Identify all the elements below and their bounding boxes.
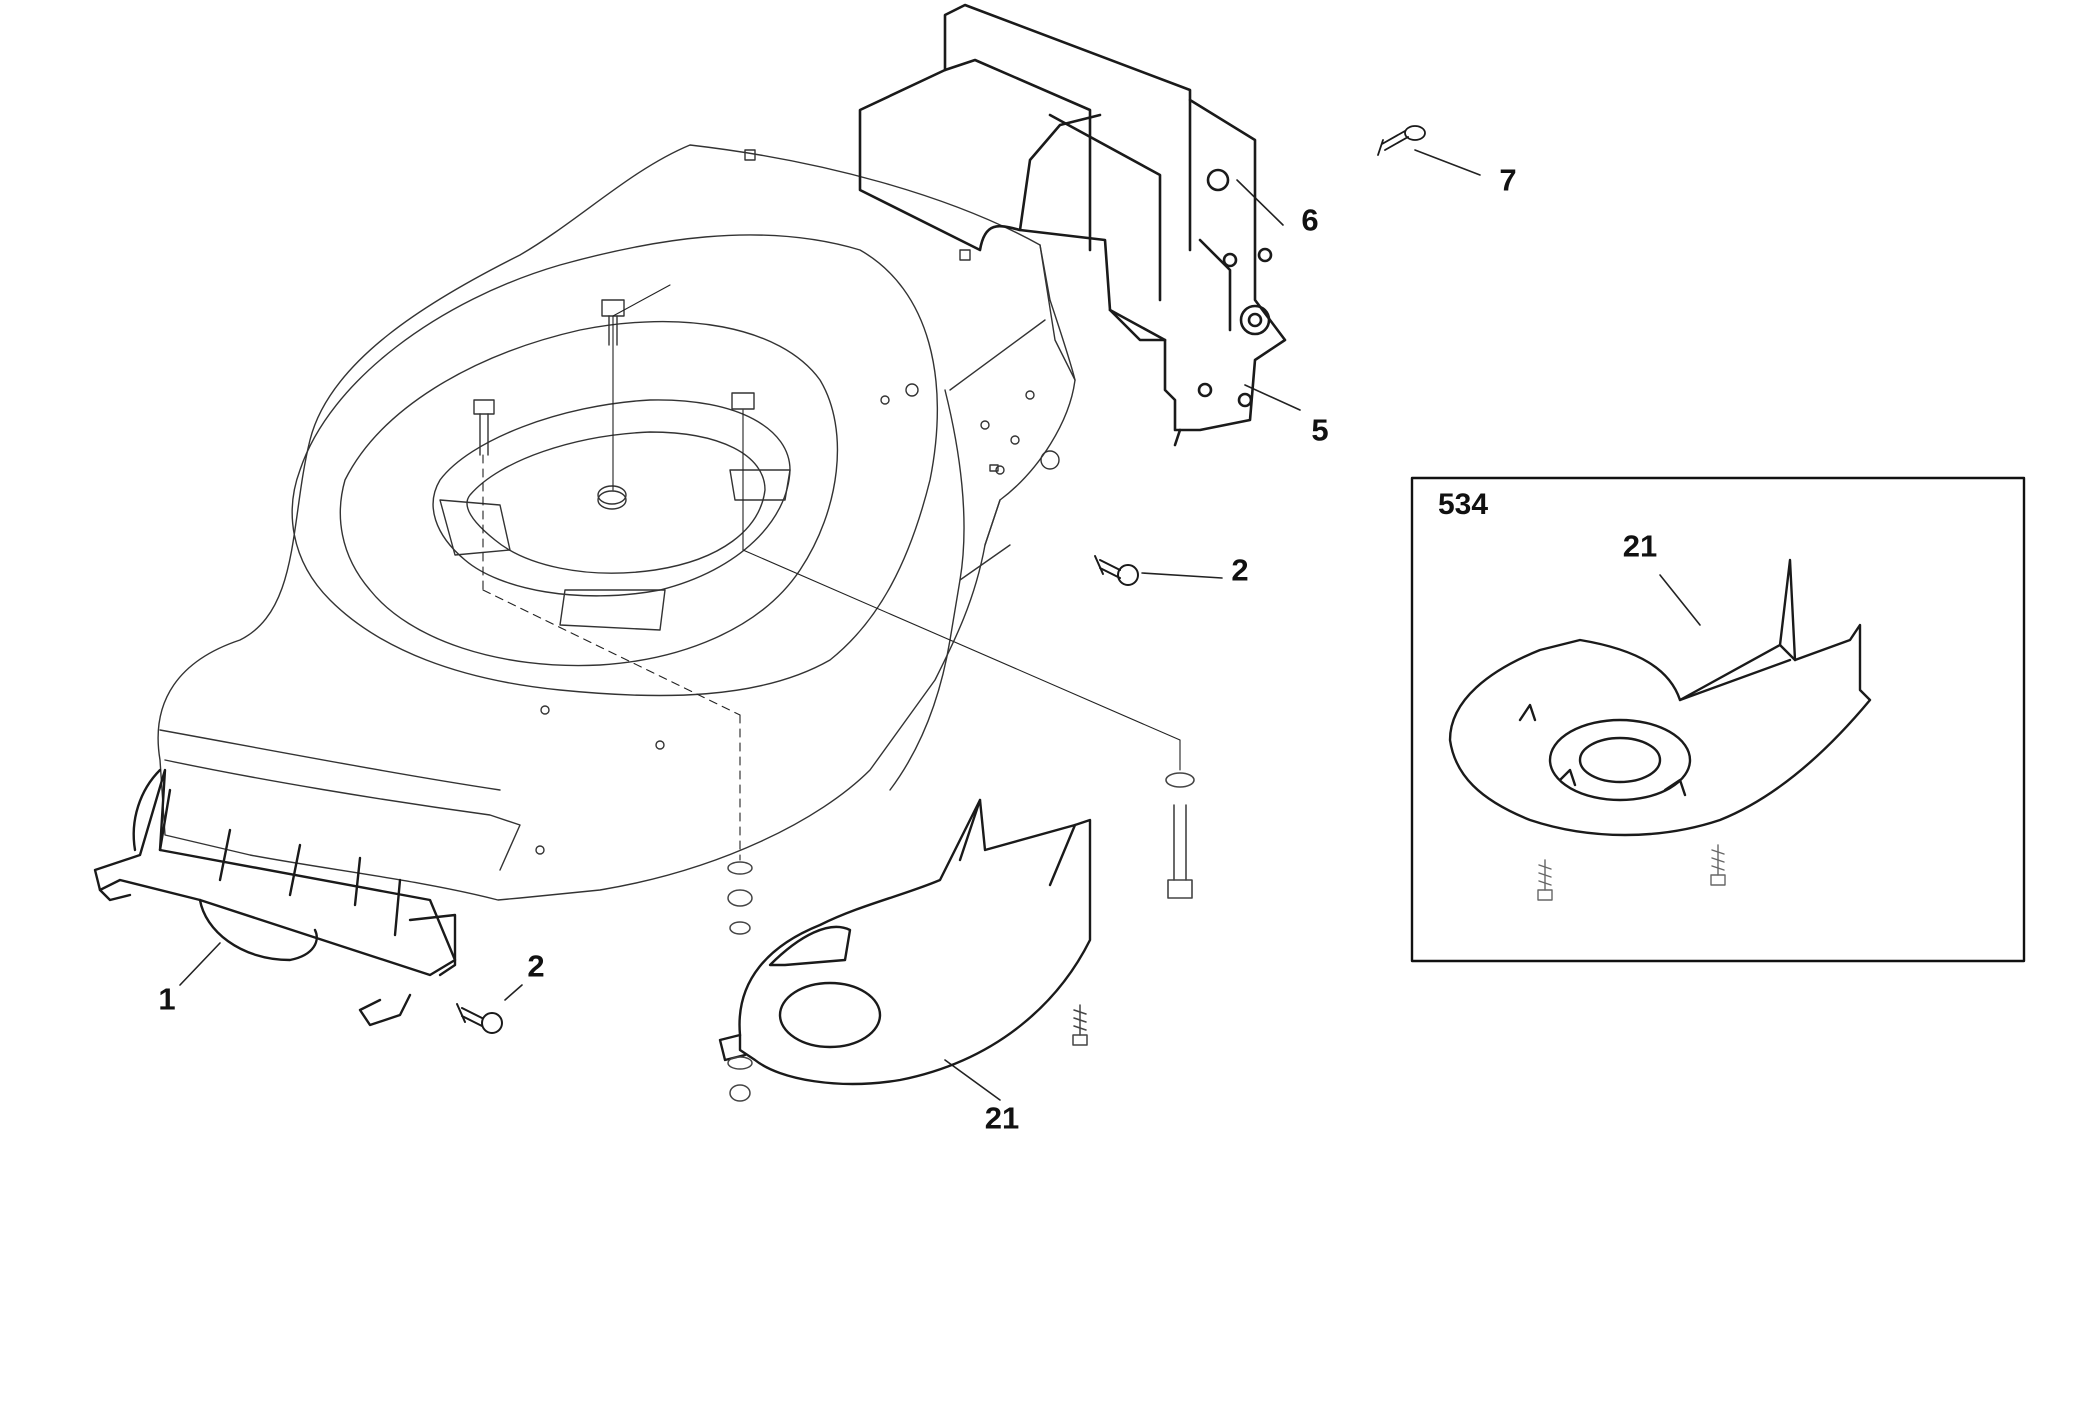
part-2-screw-upper — [1094, 555, 1139, 586]
inset-box — [1410, 476, 2026, 963]
callout-part-7: 7 — [1499, 162, 1517, 198]
callout-part-2-lower: 2 — [527, 948, 545, 984]
assembly-guide-lines — [482, 284, 1181, 861]
long-bolt — [1165, 772, 1195, 899]
mower-deck — [157, 144, 1076, 901]
part-5-6-chute-housing — [858, 3, 1287, 447]
part-21-shield — [718, 798, 1092, 1086]
callout-part-21-main: 21 — [984, 1100, 1020, 1136]
callout-part-6: 6 — [1301, 202, 1319, 238]
inset-screw-right — [1710, 844, 1726, 886]
callout-part-2-upper: 2 — [1231, 552, 1249, 588]
deck-bolt-right — [731, 392, 755, 410]
callout-part-1: 1 — [158, 981, 176, 1017]
inset-part-21 — [1448, 558, 1872, 837]
part-2-screw-lower — [456, 1003, 503, 1034]
part-1-rear-guard — [93, 768, 457, 1027]
hardware-stack — [727, 861, 753, 1102]
deck-bolt-left — [473, 399, 495, 456]
inset-title: 534 — [1438, 488, 1489, 521]
shield-screw — [1072, 1004, 1088, 1046]
leader-lines — [179, 149, 1701, 1101]
callout-part-5: 5 — [1311, 412, 1329, 448]
inset-screw-left — [1537, 859, 1553, 901]
part-7-screw — [1377, 125, 1426, 156]
callout-part-21-inset: 21 — [1622, 528, 1658, 564]
